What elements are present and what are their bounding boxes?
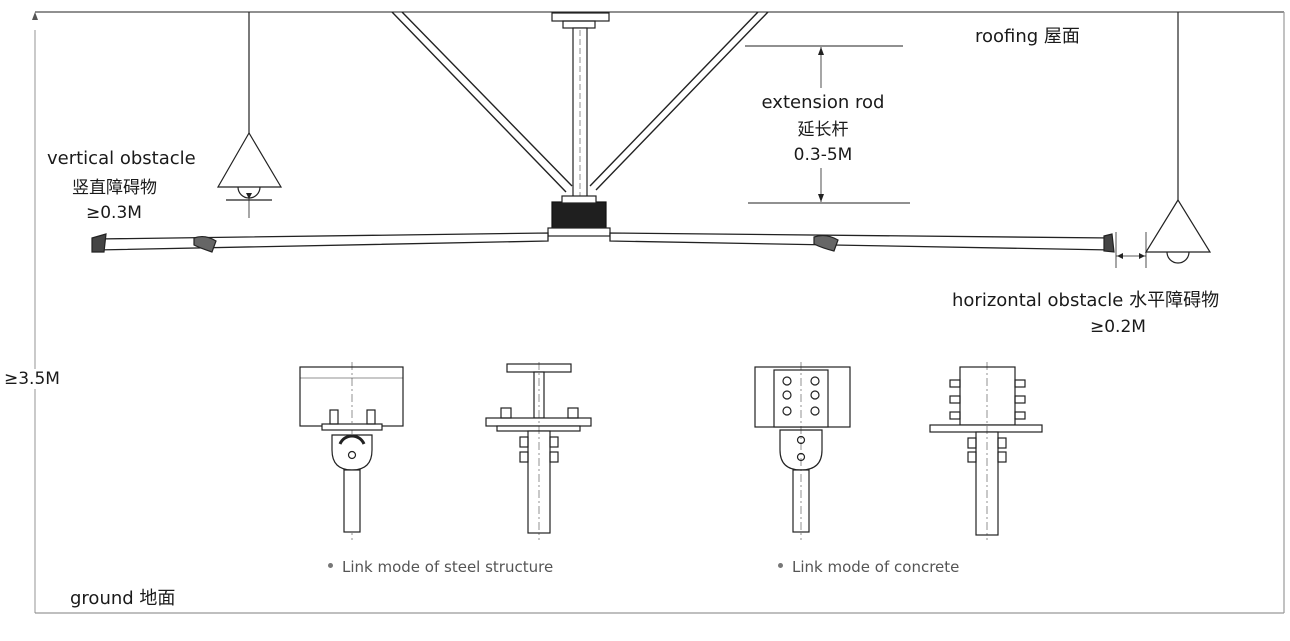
vertical-obstacle-cn-label: 竖直障碍物 [72,178,157,198]
roofing-label: roofing 屋面 [975,26,1080,47]
horizontal-obstacle-label: horizontal obstacle 水平障碍物 [952,290,1220,311]
horizontal-obstacle-lamp [1115,12,1212,268]
concrete-mount-side [754,362,851,540]
extension-rod-label: extension rod [761,92,885,113]
steel-structure-caption: Link mode of steel structure [328,558,553,576]
room-outline [32,11,1285,614]
steel-caption-text: Link mode of steel structure [342,558,554,576]
extension-rod-cn-label: 延长杆 [797,120,849,140]
ceiling-fan [91,11,1115,253]
steel-ibeam-mount-front [485,362,592,540]
concrete-caption-text: Link mode of concrete [792,558,960,576]
height-label: ≥3.5M [4,369,60,390]
concrete-caption: Link mode of concrete [778,558,959,576]
vertical-obstacle-lamp [216,12,283,218]
vertical-obstacle-value: ≥0.3M [86,203,142,223]
horizontal-obstacle-value: ≥0.2M [1090,317,1146,337]
steel-beam-mount-side [299,362,404,540]
extension-rod-value: 0.3-5M [793,145,853,165]
ground-label: ground 地面 [70,588,176,609]
extension-rod-dimension [745,45,910,204]
vertical-obstacle-label: vertical obstacle [47,148,196,169]
bullet-icon [328,563,333,568]
concrete-mount-front [929,362,1043,540]
bullet-icon [778,563,783,568]
